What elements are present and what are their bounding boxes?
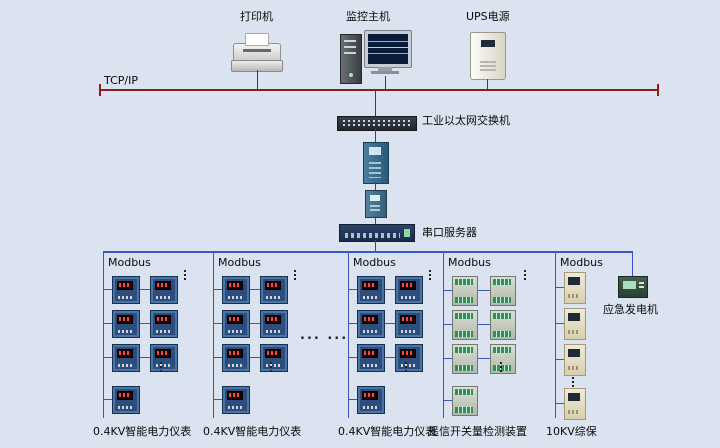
power-meter-icon [395, 310, 423, 338]
computer-tower-icon [340, 34, 362, 84]
stub-line [555, 323, 565, 324]
printer-drop-line [257, 70, 258, 90]
vertical-ellipsis [572, 377, 574, 379]
ethernet-switch-label: 工业以太网交换机 [422, 114, 510, 127]
tcpip-bus-cap-left [99, 84, 101, 96]
stub-line [555, 287, 565, 288]
generator-icon [618, 276, 648, 298]
power-meter-icon [260, 310, 288, 338]
io-module-icon [490, 276, 516, 306]
chain-line-1 [375, 129, 376, 142]
vertical-ellipsis [524, 270, 526, 272]
stub-line [348, 399, 358, 400]
group-5-modbus-label: Modbus [560, 256, 603, 269]
power-meter-icon [357, 386, 385, 414]
power-meter-icon [112, 276, 140, 304]
protection-relay-icon [564, 388, 586, 420]
power-meter-icon [150, 310, 178, 338]
vertical-ellipsis [294, 270, 296, 272]
io-module-icon [490, 310, 516, 340]
vertical-ellipsis [270, 362, 272, 364]
group-1-caption: 0.4KV智能电力仪表 [93, 425, 192, 438]
printer-icon [231, 33, 283, 72]
modbus-bus-line [103, 251, 633, 253]
ups-label: UPS电源 [466, 10, 510, 23]
group-3-caption: 0.4KV智能电力仪表 [338, 425, 437, 438]
monitor-icon [364, 30, 412, 68]
printer-label: 打印机 [240, 10, 273, 23]
protection-relay-icon [564, 344, 586, 376]
chain-line-2 [375, 182, 376, 190]
io-module-icon [452, 276, 478, 306]
power-meter-icon [222, 276, 250, 304]
chain-line-4 [375, 240, 376, 252]
generator-label: 应急发电机 [603, 303, 658, 316]
power-meter-icon [222, 310, 250, 338]
vertical-ellipsis [500, 362, 502, 364]
io-module-icon [490, 344, 516, 374]
power-meter-icon [150, 276, 178, 304]
tcpip-bus-line [100, 89, 658, 91]
power-meter-icon [357, 276, 385, 304]
media-converter-icon [363, 142, 389, 184]
power-meter-icon [357, 310, 385, 338]
stub-line [555, 359, 565, 360]
group-5-caption: 10KV综保 [546, 425, 597, 438]
monitor-base [371, 71, 399, 74]
power-meter-icon [112, 344, 140, 372]
media-converter-small-icon [365, 190, 387, 218]
power-meter-icon [112, 310, 140, 338]
vertical-ellipsis [405, 362, 407, 364]
monitor-host-label: 监控主机 [346, 10, 390, 23]
switch-drop-line [375, 91, 376, 116]
vertical-ellipsis [429, 270, 431, 272]
ethernet-switch-icon [337, 116, 417, 131]
group-2-drop-line [213, 251, 214, 418]
power-meter-icon [260, 276, 288, 304]
host-drop-line [385, 76, 386, 90]
power-meter-icon [222, 344, 250, 372]
vertical-ellipsis [184, 270, 186, 272]
ups-icon [470, 32, 506, 80]
protection-relay-icon [564, 272, 586, 304]
serial-server-label: 串口服务器 [422, 226, 477, 239]
group-2-modbus-label: Modbus [218, 256, 261, 269]
power-meter-icon [395, 344, 423, 372]
stub-line [213, 399, 223, 400]
io-module-icon [452, 344, 478, 374]
stub-line [555, 403, 565, 404]
vertical-ellipsis [160, 362, 162, 364]
io-module-icon [452, 310, 478, 340]
stub-line [103, 399, 113, 400]
group-4-caption: 遥信开关量检测装置 [428, 425, 527, 438]
more-groups-ellipsis: ... ... [300, 328, 349, 343]
group-1-drop-line [103, 251, 104, 418]
group-4-modbus-label: Modbus [448, 256, 491, 269]
tcpip-bus-cap-right [657, 84, 659, 96]
group-2-caption: 0.4KV智能电力仪表 [203, 425, 302, 438]
monitor-stand [378, 67, 392, 71]
power-meter-icon [112, 386, 140, 414]
stub-line [443, 400, 453, 401]
group-1-modbus-label: Modbus [108, 256, 151, 269]
tcpip-label: TCP/IP [104, 74, 138, 87]
power-meter-icon [260, 344, 288, 372]
group-5-drop-line [555, 251, 556, 418]
power-meter-icon [150, 344, 178, 372]
power-meter-icon [395, 276, 423, 304]
ups-drop-line [487, 79, 488, 90]
io-module-icon [452, 386, 478, 416]
power-meter-icon [357, 344, 385, 372]
group-4-drop-line [443, 251, 444, 418]
chain-line-3 [375, 216, 376, 224]
group-3-drop-line [348, 251, 349, 418]
generator-drop-line [632, 251, 633, 276]
group-3-modbus-label: Modbus [353, 256, 396, 269]
protection-relay-icon [564, 308, 586, 340]
serial-server-icon [339, 224, 415, 242]
power-meter-icon [222, 386, 250, 414]
